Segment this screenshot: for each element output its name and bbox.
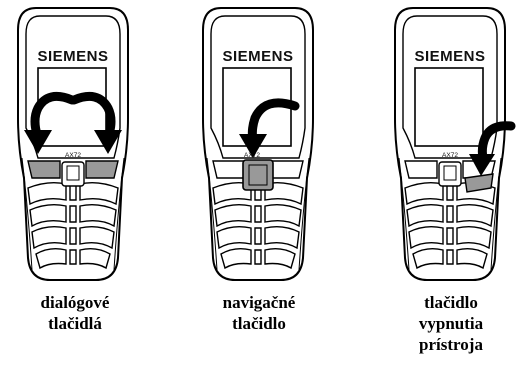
caption-power-key-line-2: vypnutia [418, 314, 484, 333]
caption-soft-keys-line-1: dialógové [40, 293, 110, 312]
arrow-power-icon [477, 121, 516, 163]
phone-3-brand: SIEMENS [414, 48, 485, 65]
phone-1: SIEMENS AX72 [17, 7, 129, 281]
phone-2: SIEMENS AX72 [202, 7, 314, 281]
phone-3: SIEMENS AX72 [394, 7, 516, 281]
caption-power-key-line-3: prístroja [419, 335, 483, 354]
arrowhead-nav-icon [239, 134, 267, 158]
phone-2-brand: SIEMENS [222, 48, 293, 65]
caption-soft-keys-line-2: tlačidlá [48, 314, 102, 333]
caption-navigation-key: navigačné tlačidlo [184, 292, 334, 334]
caption-power-key-line-1: tlačidlo [424, 293, 478, 312]
caption-soft-keys: dialógové tlačidlá [0, 292, 150, 334]
arrow-left-icon [30, 91, 77, 143]
arrowhead-left-icon [24, 130, 52, 154]
left-soft-key [27, 160, 61, 179]
arrowhead-right-icon [94, 130, 122, 154]
phone-1-brand: SIEMENS [37, 48, 108, 65]
phone-3-model: AX72 [442, 152, 458, 159]
arrow-right-icon [69, 91, 116, 143]
power-key [464, 173, 494, 193]
phone-1-model: AX72 [65, 152, 81, 159]
arrow-nav-icon [247, 98, 300, 145]
arrowhead-power-icon [469, 154, 495, 176]
right-soft-key [85, 160, 119, 179]
caption-power-key: tlačidlo vypnutia prístroja [376, 292, 517, 355]
caption-navigation-key-line-2: tlačidlo [232, 314, 286, 333]
caption-navigation-key-line-1: navigačné [222, 293, 296, 312]
